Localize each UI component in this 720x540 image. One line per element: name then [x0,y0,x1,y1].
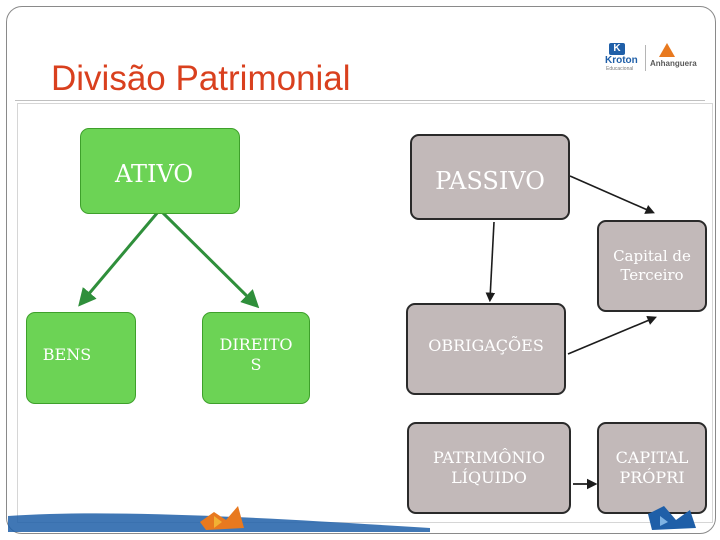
kroton-logo-icon: K [609,43,625,55]
capital-proprio-box: CAPITAL PRÓPRI [597,422,707,514]
logo-divider [645,45,646,71]
slide-title: Divisão Patrimonial [51,59,351,98]
obrigacoes-label: OBRIGAÇÕES [428,336,544,355]
anhanguera-logo-text: Anhanguera [650,59,697,68]
bens-box: BENS [26,312,136,404]
ativo-box: ATIVO [80,128,240,214]
arrow-passivo-to-capital-terceiro [569,175,655,214]
arrow-obrigacoes-to-capital-terceiro [567,316,657,355]
anhanguera-logo-icon [659,43,675,57]
title-divider [15,100,705,101]
capital-terceiro-box: Capital de Terceiro [597,220,707,312]
obrigacoes-box: OBRIGAÇÕES [406,303,566,395]
kroton-logo-text: Kroton [605,55,638,66]
arrow-ativo-to-direitos [160,210,260,309]
patrimonio-liquido-box: PATRIMÔNIO LÍQUIDO [407,422,571,514]
passivo-box: PASSIVO [410,134,570,220]
brand-logo: K Kroton Educacional Anhanguera [605,43,697,73]
arrow-passivo-to-obrigacoes [485,221,496,303]
capital-proprio-label: CAPITAL PRÓPRI [615,448,689,487]
direitos-label: DIREITO S [219,335,293,374]
passivo-label: PASSIVO [435,167,545,195]
arrow-ativo-to-bens [78,211,160,307]
kroton-logo-subtext: Educacional [606,66,634,72]
direitos-box: DIREITO S [202,312,310,404]
capital-terceiro-label: Capital de Terceiro [613,247,691,284]
ativo-label: ATIVO [114,160,194,188]
patrimonio-liquido-label: PATRIMÔNIO LÍQUIDO [433,448,545,487]
bens-label: BENS [42,345,92,364]
